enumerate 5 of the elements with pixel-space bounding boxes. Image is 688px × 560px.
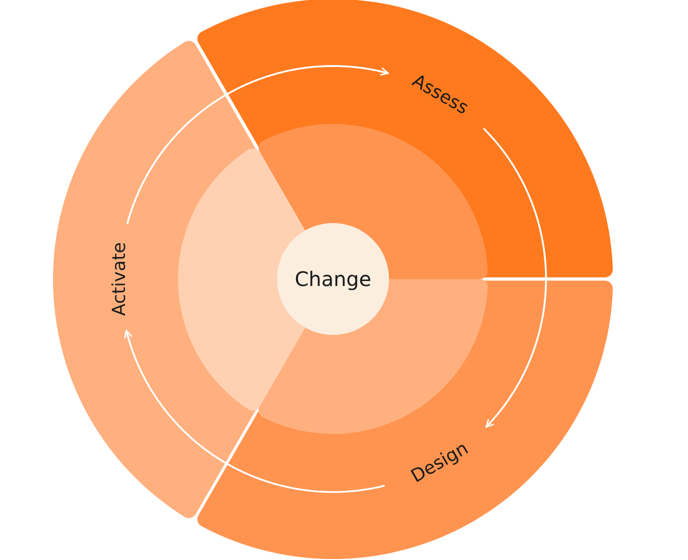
cycle-arrow [126,65,389,224]
segment-label: Activate [111,242,129,316]
cycle-arrow [482,128,547,428]
center-label: Change [294,267,372,291]
cycle-arrow [124,330,385,493]
